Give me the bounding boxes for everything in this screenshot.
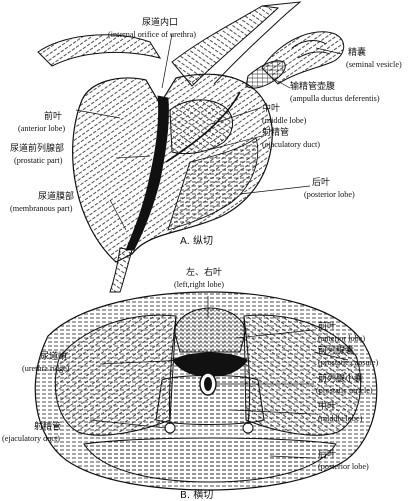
panel-b-transverse [34, 291, 378, 491]
label-prostatic-part-zh: 尿道前列腺部 [10, 144, 65, 154]
panel-a-sagittal [37, 1, 345, 293]
posterior-lobe-transverse [83, 437, 337, 483]
middle-lobe-sagittal [169, 99, 233, 155]
seminal-vesicle-coil [291, 40, 331, 59]
label-utricle-en: (prostatic utricle) [316, 386, 373, 395]
label-urethra-ridge-en: (urethra ridge) [22, 364, 70, 373]
label-posterior-lobe-b-zh: 后叶 [318, 450, 337, 460]
middle-lobe-transverse [155, 375, 265, 425]
label-ejaculatory-duct-a-en: (ejaculatory duct) [262, 140, 320, 149]
urethra-membranous [109, 247, 133, 293]
right-lobe [243, 314, 362, 436]
label-anterior-lobe-a-zh: 前叶 [44, 112, 63, 122]
label-utricle-zh: 前列腺小囊 [318, 374, 364, 384]
label-seminal-vesicle-en: (seminal vesicle) [346, 60, 402, 69]
label-posterior-lobe-a-en: (posterior lobe) [304, 190, 355, 199]
label-ampulla-en: (ampulla ductus deferentis) [290, 94, 380, 103]
panel-b-leaders [89, 296, 349, 459]
bladder-wall-right-outer [213, 1, 302, 85]
label-middle-lobe-a-zh: 中叶 [262, 104, 281, 114]
panel-a-leaders [75, 33, 343, 231]
label-lr-lobe-en: (left,right lobe) [174, 280, 225, 289]
label-ejaculatory-duct-a-zh: 射精管 [262, 128, 290, 138]
bladder-wall [37, 34, 162, 67]
label-seminal-vesicle-zh: 精囊 [348, 48, 367, 58]
ejaculatory-duct-right [242, 422, 254, 434]
label-anterior-lobe-b-zh: 前叶 [318, 322, 337, 332]
label-membranous-part-zh: 尿道膜部 [38, 192, 75, 202]
caption-panel-b: B. 横切 [180, 490, 214, 501]
label-capsule-en: (prostatic capsule) [318, 358, 379, 367]
label-capsule-zh: 前列腺囊 [318, 346, 355, 356]
label-anterior-lobe-b-en: (anterior lobe) [318, 334, 366, 343]
label-urethra-ridge-zh: 尿道嵴 [40, 352, 68, 362]
ejaculatory-duct-sagittal [165, 91, 241, 163]
label-posterior-lobe-b-en: (posterior lobe) [318, 462, 369, 471]
label-ejaculatory-duct-b-zh: 射精管 [34, 422, 62, 432]
label-middle-lobe-b-zh: 中叶 [318, 402, 337, 412]
label-ejaculatory-duct-b-en: (ejaculatory duct) [2, 434, 60, 443]
ampulla-ductus-deferentis [245, 60, 286, 89]
label-lr-lobe-zh: 左、右叶 [186, 268, 223, 278]
caption-panel-a: A. 纵切 [180, 236, 214, 247]
label-posterior-lobe-a-zh: 后叶 [312, 178, 331, 188]
label-membranous-part-en: (membranous part) [10, 204, 73, 213]
label-urethra-orifice-en: (internal orifice of urethra) [108, 30, 196, 39]
bladder-wall-right [171, 5, 280, 87]
ejaculatory-duct-left [164, 422, 176, 434]
label-ampulla-zh: 输精管壶腹 [290, 82, 336, 92]
posterior-lobe-sagittal [167, 137, 259, 231]
label-middle-lobe-b-en: (middle lobe) [318, 414, 363, 423]
label-prostatic-part-en: (prostatic part) [14, 156, 63, 165]
left-lobe [54, 314, 177, 436]
label-middle-lobe-a-en: (middle lobe) [262, 116, 307, 125]
label-urethra-orifice-zh: 尿道内口 [142, 18, 179, 28]
urethra-crescent [172, 352, 248, 377]
label-anterior-lobe-a-en: (anterior lobe) [18, 124, 66, 133]
